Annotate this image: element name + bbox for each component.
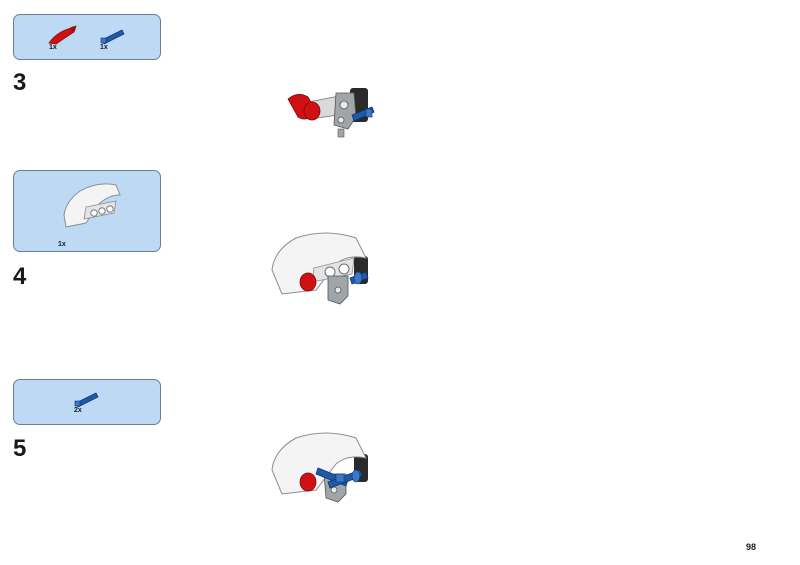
step-4-assembly-illustration [271, 232, 369, 305]
red-curved-panel-icon [48, 25, 77, 45]
parts-list-box-step-3: 1x 1x [13, 14, 161, 60]
step-3-assembly-illustration [287, 88, 375, 138]
parts-list-box-step-5: 2x [13, 379, 161, 425]
step-number: 4 [13, 263, 27, 290]
parts-list-box-step-4: 1x [13, 170, 161, 252]
part-quantity: 1x [100, 44, 108, 51]
part-quantity: 1x [49, 44, 57, 51]
white-fairing-panel-icon [63, 183, 121, 228]
part-quantity: 1x [58, 241, 66, 248]
step-number: 3 [13, 69, 27, 96]
part-quantity: 2x [74, 407, 82, 414]
page-number: 98 [745, 542, 756, 552]
blue-axle-pin-icon [100, 29, 125, 45]
step-number: 5 [13, 435, 27, 462]
step-5-assembly-illustration [271, 432, 368, 503]
blue-axle-pin-icon [74, 392, 99, 408]
